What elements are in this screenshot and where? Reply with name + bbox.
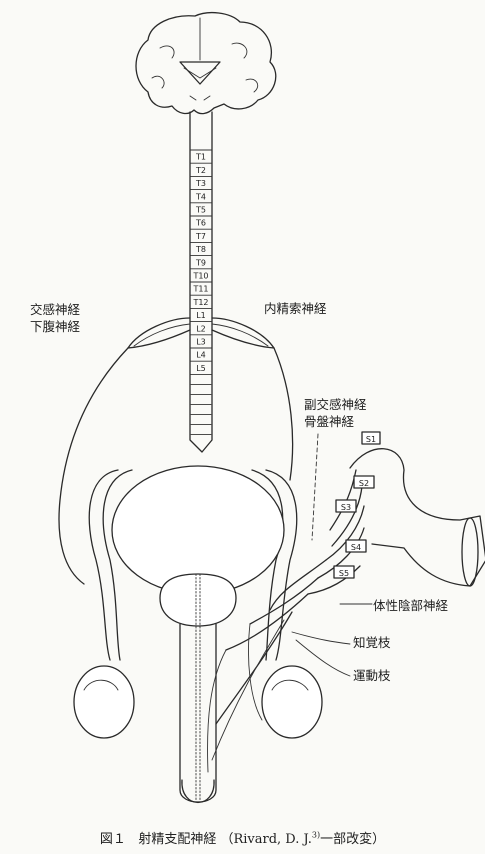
figure-caption: 図１ 射精支配神経 （Rivard, D. J.3)一部改変） bbox=[0, 828, 485, 847]
label-internal-spermatic: 内精索神経 bbox=[264, 300, 327, 317]
label-sympathetic-line2: 下腹神経 bbox=[30, 318, 80, 335]
caption-source-close: 一部改変） bbox=[320, 832, 385, 847]
segment-label-t2: T2 bbox=[195, 166, 206, 175]
segment-label-t1: T1 bbox=[195, 153, 206, 162]
testes bbox=[74, 666, 322, 738]
segment-label-t12: T12 bbox=[192, 298, 208, 307]
caption-figure-no: 図１ bbox=[100, 832, 126, 847]
brain bbox=[136, 13, 276, 114]
segment-label-t5: T5 bbox=[195, 206, 206, 215]
sacral-label-s1: S1 bbox=[366, 435, 376, 444]
segment-label-l3: L3 bbox=[196, 338, 206, 347]
segment-label-l4: L4 bbox=[196, 351, 206, 360]
segment-label-l2: L2 bbox=[196, 324, 206, 333]
label-parasympathetic-line2: 骨盤神経 bbox=[304, 413, 367, 430]
segment-label-t4: T4 bbox=[195, 192, 206, 201]
segment-label-l1: L1 bbox=[196, 311, 206, 320]
segment-label-t11: T11 bbox=[192, 285, 208, 294]
sacral-label-s4: S4 bbox=[351, 543, 361, 552]
sacral-label-s3: S3 bbox=[341, 503, 351, 512]
caption-title: 射精支配神経 bbox=[138, 832, 216, 847]
prostate bbox=[160, 574, 236, 626]
caption-ref: 3) bbox=[312, 831, 320, 840]
label-motor-branch: 運動枝 bbox=[353, 667, 391, 684]
label-sensory-branch: 知覚枝 bbox=[353, 634, 391, 651]
segment-label-t9: T9 bbox=[195, 258, 206, 267]
segment-label-t8: T8 bbox=[195, 245, 206, 254]
segment-label-l5: L5 bbox=[196, 364, 206, 373]
label-sympathetic: 交感神経 下腹神経 bbox=[30, 301, 80, 335]
sacral-label-s2: S2 bbox=[359, 479, 369, 488]
segment-label-t6: T6 bbox=[195, 219, 206, 228]
sacral-label-s5: S5 bbox=[339, 569, 349, 578]
label-parasympathetic-line1: 副交感神経 bbox=[304, 396, 367, 413]
segment-label-t10: T10 bbox=[192, 272, 208, 281]
label-sympathetic-line1: 交感神経 bbox=[30, 301, 80, 318]
caption-source-open: （Rivard, D. J. bbox=[220, 832, 311, 847]
segment-label-t7: T7 bbox=[195, 232, 206, 241]
label-parasympathetic: 副交感神経 骨盤神経 bbox=[304, 396, 367, 430]
segment-label-t3: T3 bbox=[195, 179, 206, 188]
label-pudendal: 体性陰部神経 bbox=[373, 597, 448, 614]
